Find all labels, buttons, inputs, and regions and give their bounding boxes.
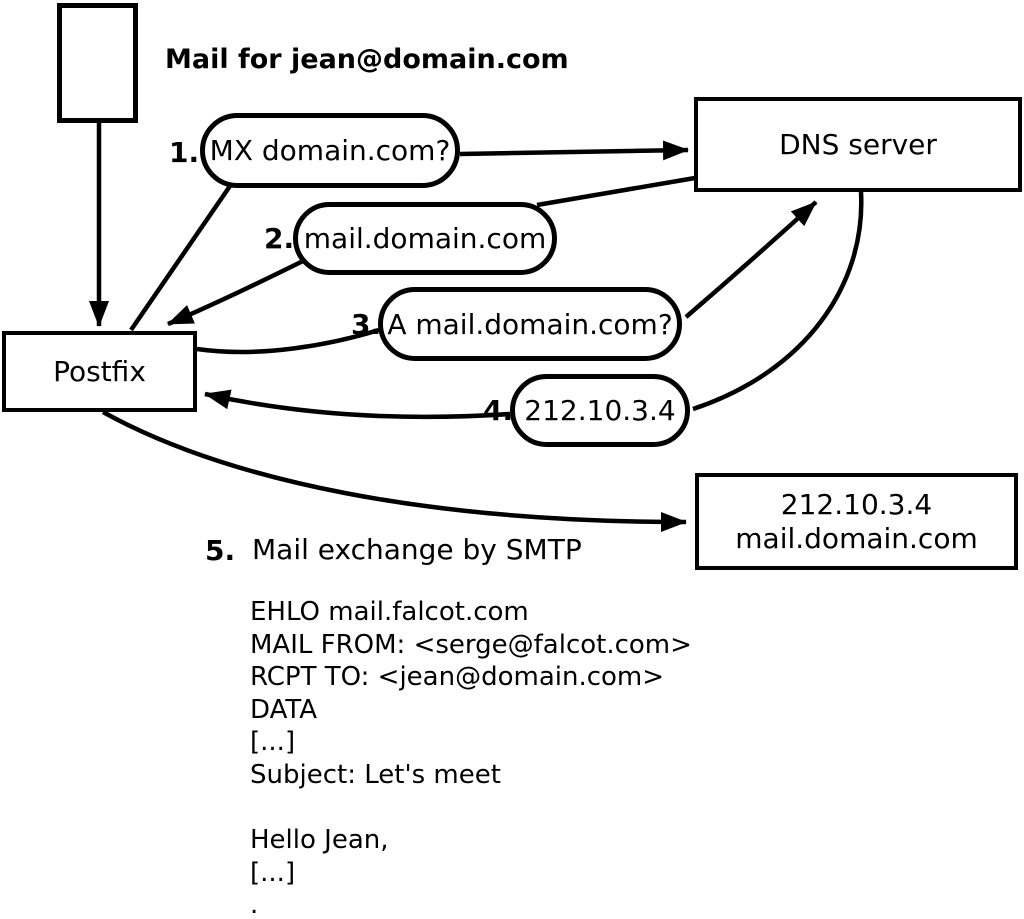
- line-postfix-to-a-query: [196, 327, 380, 355]
- step-2-mx-answer-pill: mail.domain.com: [293, 202, 557, 275]
- postfix-label: Postfix: [53, 355, 146, 388]
- step-4-label: 212.10.3.4: [524, 394, 676, 427]
- step-5-number: 5.: [205, 534, 236, 567]
- diagram-caption: Mail for jean@domain.com: [165, 44, 569, 75]
- step-2-label: mail.domain.com: [303, 222, 547, 255]
- line-dns-to-a-answer: [692, 191, 864, 412]
- step-4-number: 4.: [483, 394, 514, 427]
- mail-server-node: 212.10.3.4 mail.domain.com: [695, 473, 1018, 570]
- smtp-session-transcript: EHLO mail.falcot.com MAIL FROM: <serge@f…: [250, 597, 692, 919]
- mail-server-hostname: mail.domain.com: [735, 521, 978, 555]
- dns-server-label: DNS server: [779, 128, 937, 161]
- step-1-mx-query-pill: MX domain.com?: [200, 113, 460, 188]
- arrow-mx-query-to-dns: [459, 140, 689, 161]
- mail-server-ip: 212.10.3.4: [780, 487, 933, 521]
- step-3-number: 3.: [351, 308, 382, 341]
- step-2-number: 2.: [264, 222, 295, 255]
- step-5-label: Mail exchange by SMTP: [252, 533, 582, 566]
- step-3-a-query-pill: A mail.domain.com?: [378, 287, 682, 361]
- arrow-postfix-to-mail-server: [101, 410, 687, 532]
- step-1-label: MX domain.com?: [209, 134, 451, 167]
- line-dns-to-mx-answer: [536, 175, 696, 208]
- arrow-mx-answer-to-postfix: [167, 258, 304, 327]
- postfix-node: Postfix: [2, 331, 197, 412]
- arrow-a-answer-to-postfix: [204, 389, 511, 420]
- line-mx-query-to-postfix: [129, 184, 232, 332]
- arrow-a-query-to-dns: [684, 200, 818, 319]
- dns-server-node: DNS server: [694, 97, 1022, 192]
- mail-envelope-shape: [57, 3, 138, 123]
- step-3-label: A mail.domain.com?: [387, 307, 673, 341]
- step-4-a-answer-pill: 212.10.3.4: [510, 374, 690, 447]
- step-1-number: 1.: [169, 136, 200, 169]
